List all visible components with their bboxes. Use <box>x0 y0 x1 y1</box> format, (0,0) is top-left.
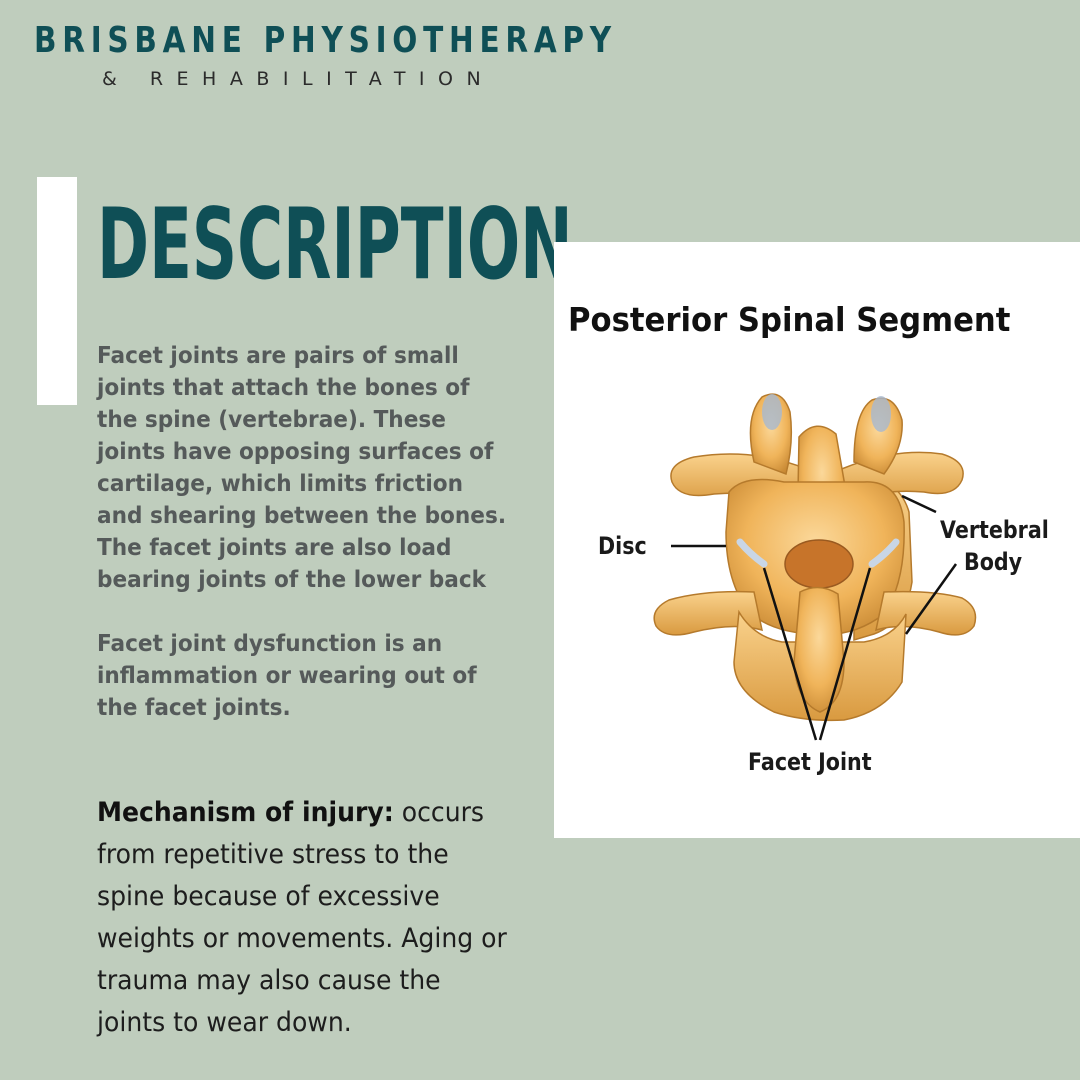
text-line: The facet joints are also load <box>97 535 452 561</box>
text-line: joints to wear down. <box>97 1007 352 1038</box>
text-line: and shearing between the bones. <box>97 503 507 529</box>
mechanism-paragraph: Mechanism of injury: occurs from repetit… <box>97 792 557 1044</box>
text-line: spine because of excessive <box>97 881 440 912</box>
text-line: inflammation or wearing out of <box>97 663 477 689</box>
text-line: Facet joint dysfunction is an <box>97 631 443 657</box>
text-line: the spine (vertebrae). These <box>97 407 446 433</box>
spinal-segment-figure: Posterior Spinal Segment <box>554 242 1080 838</box>
label-vertebral: Vertebral <box>940 516 1049 544</box>
brand-title: BRISBANE PHYSIOTHERAPY <box>34 20 617 61</box>
lower-right-process <box>875 590 977 636</box>
text-line: Facet joints are pairs of small <box>97 343 459 369</box>
text-line: cartilage, which limits friction <box>97 471 463 497</box>
label-disc: Disc <box>598 532 647 560</box>
text-line: joints that attach the bones of <box>97 375 470 401</box>
label-body: Body <box>964 548 1023 576</box>
description-paragraph-2: Facet joint dysfunction is an inflammati… <box>97 628 537 724</box>
label-facet-joint: Facet Joint <box>748 748 872 776</box>
text-line: trauma may also cause the <box>97 965 441 996</box>
description-paragraph-1: Facet joints are pairs of small joints t… <box>97 340 537 596</box>
text-line: joints have opposing surfaces of <box>97 439 494 465</box>
text-line: bearing joints of the lower back <box>97 567 487 593</box>
brand-subtitle: & REHABILITATION <box>102 68 495 90</box>
vertebral-foramen <box>784 539 854 589</box>
mechanism-text: occurs <box>393 797 485 828</box>
section-heading: DESCRIPTION <box>97 188 573 302</box>
mechanism-label: Mechanism of injury: <box>97 797 394 828</box>
accent-bar <box>37 177 77 405</box>
figure-title: Posterior Spinal Segment <box>568 300 1011 339</box>
text-line: Mechanism of injury: occurs <box>97 792 525 834</box>
text-line: the facet joints. <box>97 695 291 721</box>
lower-spinous-process <box>793 586 845 713</box>
text-line: weights or movements. Aging or <box>97 923 507 954</box>
lower-left-process <box>653 590 763 636</box>
vertebra-illustration <box>653 393 977 741</box>
text-line: from repetitive stress to the <box>97 839 449 870</box>
